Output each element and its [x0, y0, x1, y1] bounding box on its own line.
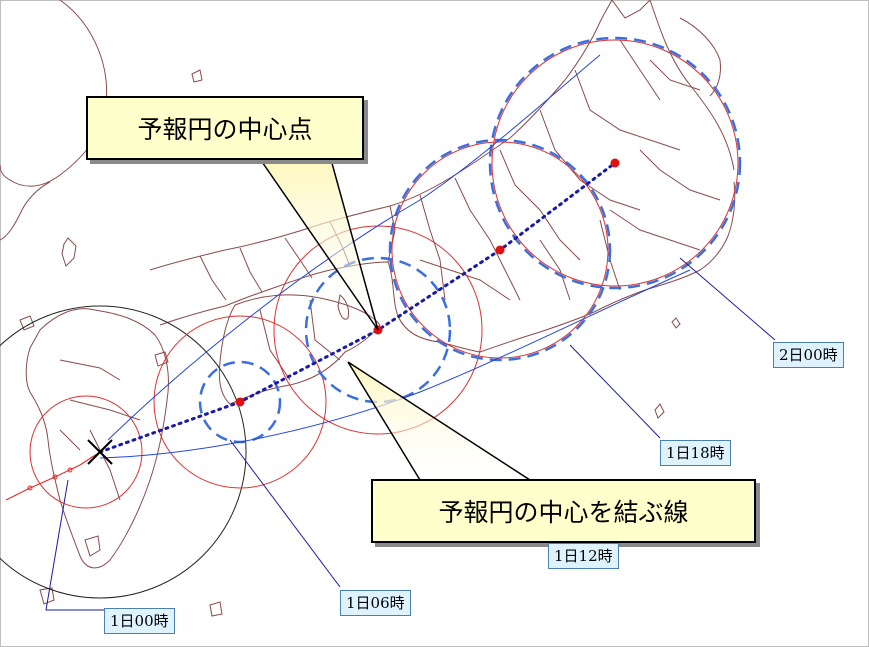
storm-warning-area [0, 305, 247, 599]
forecast-circle-t4 [491, 39, 739, 287]
callout-forecast-center-line: 予報円の中心を結ぶ線 [371, 479, 756, 543]
forecast-center-line [98, 161, 617, 454]
callout-forecast-center-point: 予報円の中心点 [86, 96, 364, 160]
forecast-circle-t0 [29, 395, 143, 509]
warning-envelope [99, 54, 691, 459]
probability-circle-t4 [488, 36, 742, 290]
red-dot-icon [495, 245, 505, 255]
forecast-circle-t3 [391, 141, 609, 359]
time-label-t0: 1日00時 [104, 608, 175, 634]
x-mark-icon [87, 439, 113, 465]
time-label-t2: 1日12時 [548, 543, 619, 569]
forecast-circle-t1 [153, 315, 327, 489]
red-dot-icon [235, 397, 245, 407]
past-track [5, 451, 101, 501]
probability-circle-t2 [304, 256, 452, 404]
callout-pointer-center [256, 155, 379, 331]
time-label-t3: 1日18時 [660, 440, 731, 466]
callout-pointer-line [347, 361, 533, 481]
red-dot-icon [610, 158, 620, 168]
time-label-t4: 2日00時 [773, 342, 844, 368]
time-label-t1: 1日06時 [340, 590, 411, 616]
